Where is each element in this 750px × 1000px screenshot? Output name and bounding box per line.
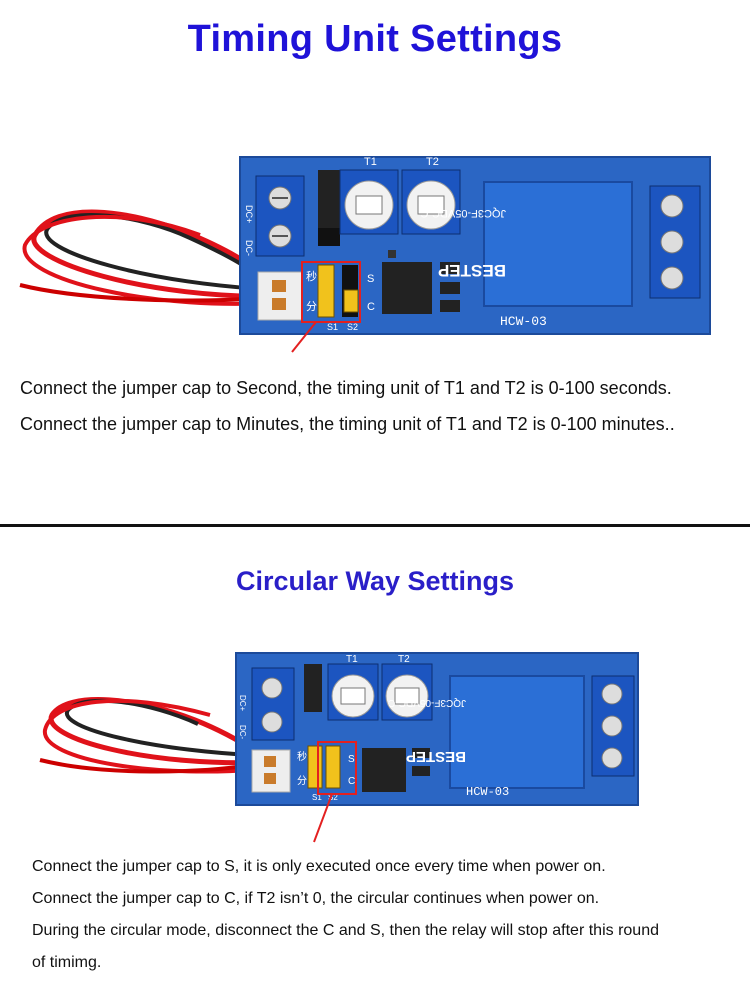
relay (449, 675, 585, 789)
svg-text:分: 分 (306, 300, 317, 313)
section-title-timing-unit: Timing Unit Settings (187, 18, 563, 60)
black-wire-loop (44, 212, 283, 292)
section1-line1: Connect the jumper cap to Second, the ti… (20, 378, 672, 398)
svg-text:秒: 秒 (306, 269, 317, 283)
section2-line2: Connect the jumper cap to C, if T2 isn’t… (32, 890, 600, 907)
svg-text:T2: T2 (398, 654, 410, 665)
relay-brand: BESTEP (438, 261, 506, 280)
section-title-circular-way: Circular Way Settings (235, 566, 515, 596)
svg-text:C: C (348, 776, 355, 787)
relay-board-photo-2: DC+ DC- T1 T2 秒 分 S C S1 S2 BESTEP JQC3F… (39, 652, 639, 843)
pot-t2-label: T2 (426, 156, 439, 168)
svg-text:S: S (348, 754, 355, 765)
svg-text:S1: S1 (327, 322, 338, 332)
black-wire-loop (64, 698, 273, 758)
jumper-highlight-box (301, 261, 361, 323)
svg-text:S1: S1 (312, 793, 322, 802)
pot-t1-label: T1 (364, 156, 377, 168)
section2-line4: of timimg. (32, 954, 102, 971)
svg-text:秒: 秒 (297, 750, 307, 763)
svg-text:C: C (367, 301, 375, 313)
relay (483, 181, 633, 307)
svg-text:T1: T1 (346, 654, 358, 665)
svg-text:S2: S2 (347, 322, 358, 332)
dc-minus-label: DC- (244, 240, 254, 256)
section1-line2: Connect the jumper cap to Minutes, the t… (20, 414, 675, 434)
svg-text:BESTEP: BESTEP (406, 748, 466, 765)
section2-line1: Connect the jumper cap to S, it is only … (32, 858, 606, 875)
svg-text:分: 分 (297, 775, 307, 787)
input-connector (257, 271, 303, 321)
svg-text:S2: S2 (328, 793, 338, 802)
relay-model: JQC3F-05VDC-C (420, 207, 506, 219)
pointer-line (313, 793, 333, 843)
jumper-highlight-box (317, 741, 357, 795)
section2-line3: During the circular mode, disconnect the… (32, 922, 659, 939)
dc-plus-label: DC+ (244, 205, 254, 223)
red-wire-loop (48, 697, 273, 766)
board-model: HCW-03 (500, 314, 547, 329)
svg-text:DC+: DC+ (238, 695, 247, 712)
pointer-line (291, 321, 317, 353)
svg-text:DC-: DC- (238, 725, 247, 740)
svg-text:S: S (367, 273, 374, 285)
relay-board-photo-1: DC+ DC- T1 T2 秒 分 S C S1 S2 BESTEP JQC3F… (19, 156, 711, 353)
svg-text:JQC3F-05VDC-C: JQC3F-05VDC-C (388, 697, 466, 708)
red-wire-loop (31, 209, 283, 299)
section-divider (0, 524, 750, 527)
svg-text:HCW-03: HCW-03 (466, 785, 509, 799)
ic-chip (382, 262, 432, 314)
